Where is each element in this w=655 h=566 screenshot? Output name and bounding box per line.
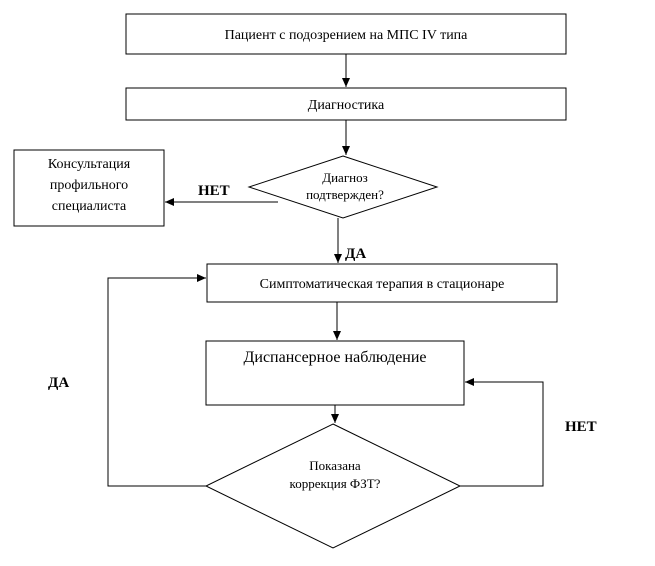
diagnosis-confirmed-diamond xyxy=(247,155,439,219)
consultation-box xyxy=(13,149,165,227)
consultation-line3: специалиста xyxy=(52,199,127,214)
ert-correction-line2: коррекция ФЗТ? xyxy=(290,476,381,491)
patient-label: Пациент с подозрением на МПС IV типа xyxy=(225,28,469,43)
label-diagnosis-no: НЕТ xyxy=(198,183,230,199)
loop-ert-yes-to-therapy xyxy=(107,274,206,487)
label-ert-no: НЕТ xyxy=(565,419,597,435)
diagnostics-box xyxy=(125,87,567,121)
dispensary-observation-box xyxy=(205,340,465,406)
dispensary-observation-label: Диспансерное наблюдение xyxy=(243,349,426,366)
diagnostics-label: Диагностика xyxy=(308,98,385,113)
diagnosis-confirmed-line1: Диагноз xyxy=(322,170,368,185)
symptomatic-therapy-box xyxy=(206,263,558,303)
consultation-line2: профильного xyxy=(50,178,128,193)
label-ert-yes: ДА xyxy=(48,375,69,391)
loop-ert-no-to-observation xyxy=(460,378,544,487)
symptomatic-therapy-label: Симптоматическая терапия в стационаре xyxy=(260,277,505,292)
patient-box xyxy=(125,13,567,55)
consultation-line1: Консультация xyxy=(48,157,131,172)
ert-correction-line1: Показана xyxy=(309,458,361,473)
ert-correction-diamond xyxy=(204,423,462,549)
label-diagnosis-yes: ДА xyxy=(345,246,366,262)
diagnosis-confirmed-line2: подтвержден? xyxy=(306,187,384,202)
